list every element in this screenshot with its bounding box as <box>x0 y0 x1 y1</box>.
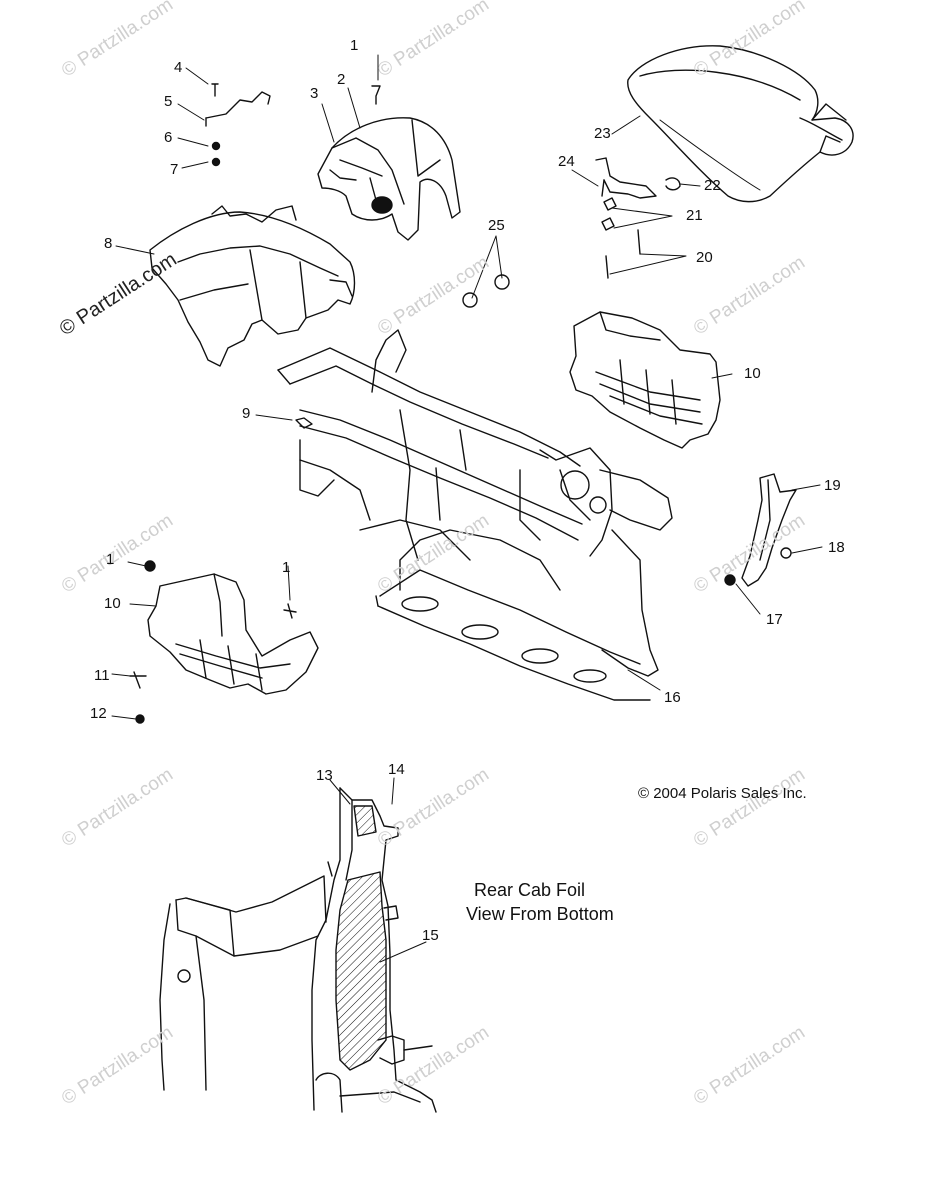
callout-1: 1 <box>106 551 115 568</box>
callout-6: 6 <box>164 129 173 146</box>
rear-cover-part-2-3 <box>317 117 461 241</box>
callout-16: 16 <box>664 689 681 706</box>
callout-17: 17 <box>766 611 783 628</box>
callout-4: 4 <box>174 59 183 76</box>
front-cover-part-8 <box>149 205 356 367</box>
frame-part-16 <box>277 329 673 701</box>
bracket-part-19 <box>741 473 797 587</box>
caption-line-1: Rear Cab Foil <box>474 880 586 900</box>
callout-20: 20 <box>696 249 713 266</box>
callout-1: 1 <box>282 559 291 576</box>
caption-line-2: View From Bottom <box>466 904 614 924</box>
callout-8: 8 <box>104 235 113 252</box>
callout-23: 23 <box>594 125 611 142</box>
callout-10: 10 <box>744 365 761 382</box>
footwell-part-10-right <box>569 311 721 449</box>
callout-22: 22 <box>704 177 721 194</box>
footwell-part-10-left <box>147 573 319 695</box>
seat-part-23 <box>627 45 854 203</box>
callout-11: 11 <box>94 667 110 684</box>
callout-5: 5 <box>164 93 173 110</box>
callout-18: 18 <box>828 539 845 556</box>
callout-24: 24 <box>558 153 575 170</box>
rear-cab-foil-view <box>159 787 437 1113</box>
callout-25: 25 <box>488 217 505 234</box>
callout-3: 3 <box>310 85 319 102</box>
callout-13: 13 <box>316 767 333 784</box>
callout-12: 12 <box>90 705 107 722</box>
callout-7: 7 <box>170 161 179 178</box>
callout-2: 2 <box>337 71 346 88</box>
callout-19: 19 <box>824 477 841 494</box>
callout-21: 21 <box>686 207 703 224</box>
callout-9: 9 <box>242 405 251 422</box>
callout-15: 15 <box>422 927 439 944</box>
callout-1: 1 <box>350 37 359 54</box>
leader-lines <box>111 54 823 963</box>
hardware <box>129 83 792 724</box>
callout-10: 10 <box>104 595 121 612</box>
copyright-notice: © 2004 Polaris Sales Inc. <box>638 785 807 802</box>
callout-14: 14 <box>388 761 405 778</box>
